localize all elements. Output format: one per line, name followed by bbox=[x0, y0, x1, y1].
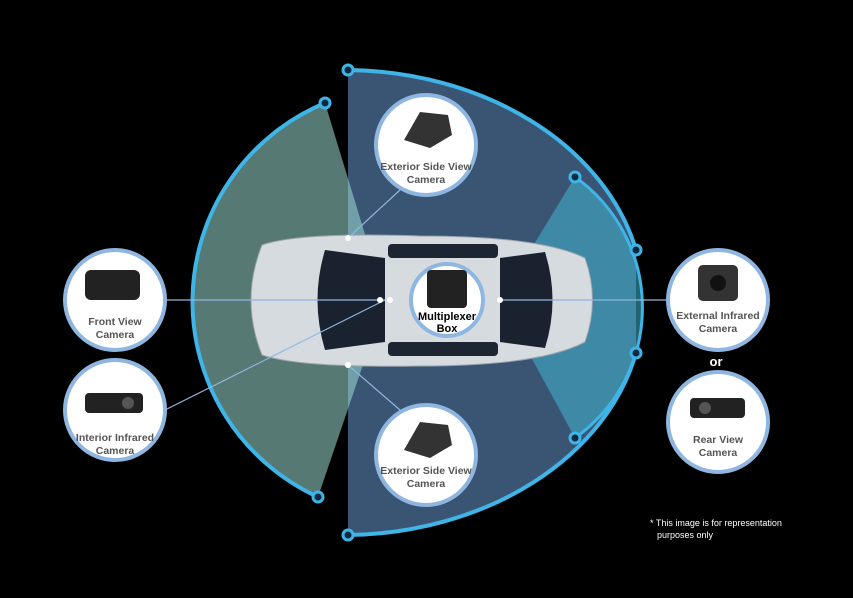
interior-infrared-camera[interactable]: Interior Infrared Camera bbox=[63, 358, 167, 462]
arc-endpoints bbox=[311, 63, 643, 542]
rear-camera-icon bbox=[690, 398, 745, 418]
front-label-1: Front View bbox=[88, 316, 142, 328]
side-top-label-2: Camera bbox=[407, 174, 446, 186]
interior-label-2: Camera bbox=[96, 445, 135, 457]
front-label-2: Camera bbox=[96, 329, 135, 341]
dashcam-icon bbox=[85, 270, 140, 300]
side-camera-icon bbox=[404, 112, 452, 148]
exterior-side-camera-bottom[interactable]: Exterior Side View Camera bbox=[374, 403, 478, 507]
mux-label-2: Box bbox=[437, 323, 459, 335]
disclaimer-note: * This image is for representation purpo… bbox=[650, 517, 820, 541]
side-bottom-label-2: Camera bbox=[407, 478, 446, 490]
ext-ir-label-2: Camera bbox=[699, 323, 738, 335]
ext-ir-label-1: External Infrared bbox=[676, 310, 759, 322]
exterior-side-camera-top[interactable]: Exterior Side View Camera bbox=[374, 93, 478, 197]
rear-view-camera[interactable]: Rear View Camera bbox=[666, 370, 770, 474]
sensor-dots bbox=[345, 235, 503, 368]
rear-label-1: Rear View bbox=[693, 434, 744, 446]
connection-lines bbox=[164, 189, 668, 411]
coverage-arc bbox=[347, 68, 638, 537]
note-line-1: * This image is for representation bbox=[650, 518, 782, 528]
side-camera-icon bbox=[404, 422, 452, 458]
side-top-label-1: Exterior Side View bbox=[380, 161, 472, 173]
mux-label-1: Multiplexer bbox=[418, 311, 477, 323]
multiplexer-box[interactable]: Multiplexer Box bbox=[409, 262, 485, 338]
interior-label-1: Interior Infrared bbox=[76, 432, 154, 444]
rear-label-2: Camera bbox=[699, 447, 738, 459]
note-line-2: purposes only bbox=[657, 530, 714, 540]
front-coverage-arc bbox=[190, 101, 326, 499]
or-label: or bbox=[710, 354, 723, 369]
front-view-camera[interactable]: Front View Camera bbox=[63, 248, 167, 352]
rear-coverage-arc bbox=[574, 175, 644, 440]
side-bottom-label-1: Exterior Side View bbox=[380, 465, 472, 477]
multiplexer-icon bbox=[427, 270, 467, 308]
external-infrared-camera[interactable]: External Infrared Camera bbox=[666, 248, 770, 352]
ir-camera-icon bbox=[85, 393, 143, 413]
